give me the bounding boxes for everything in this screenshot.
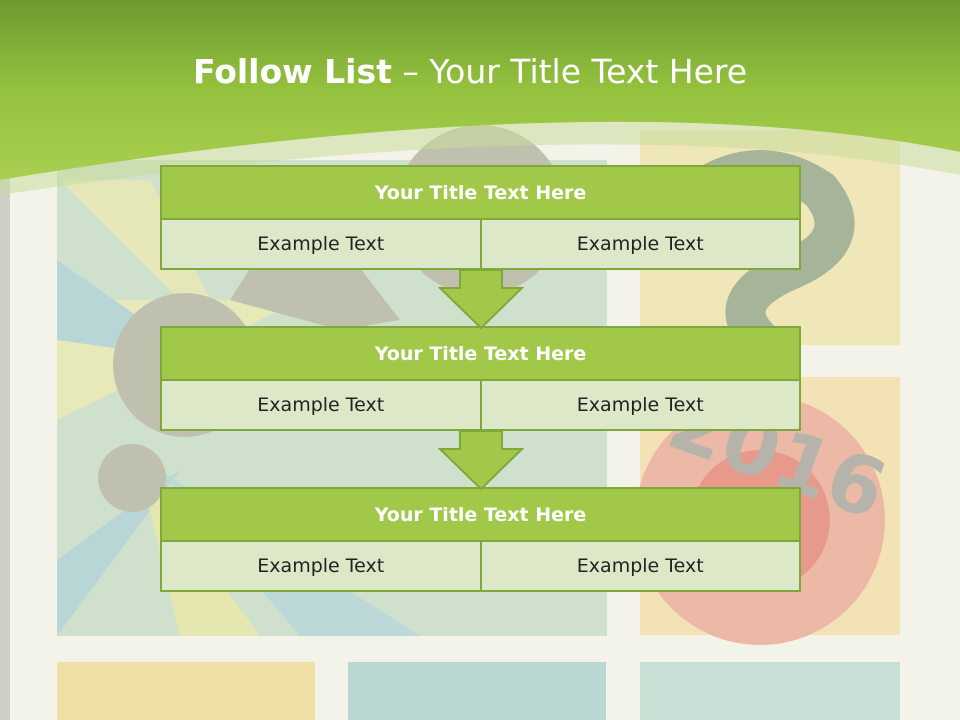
block-cell-right: Example Text (481, 381, 799, 429)
list-block-2: Your Title Text Here Example Text Exampl… (160, 326, 801, 431)
slide-title-bold: Follow List (192, 52, 392, 91)
block-cells: Example Text Example Text (160, 542, 801, 592)
block-cell-left: Example Text (162, 381, 482, 429)
block-cell-right: Example Text (481, 542, 799, 590)
down-arrow-icon (438, 431, 524, 491)
list-block-3: Your Title Text Here Example Text Exampl… (160, 487, 801, 592)
block-cell-right: Example Text (481, 220, 799, 268)
block-cells: Example Text Example Text (160, 381, 801, 431)
block-title: Your Title Text Here (160, 326, 801, 381)
block-cell-left: Example Text (162, 220, 482, 268)
slide-title-rest: – Your Title Text Here (391, 52, 748, 91)
block-title: Your Title Text Here (160, 487, 801, 542)
down-arrow-icon (438, 270, 524, 330)
block-cells: Example Text Example Text (160, 220, 801, 270)
block-title: Your Title Text Here (160, 165, 801, 220)
slide-title: Follow List – Your Title Text Here (0, 52, 940, 91)
list-block-1: Your Title Text Here Example Text Exampl… (160, 165, 801, 270)
block-cell-left: Example Text (162, 542, 482, 590)
